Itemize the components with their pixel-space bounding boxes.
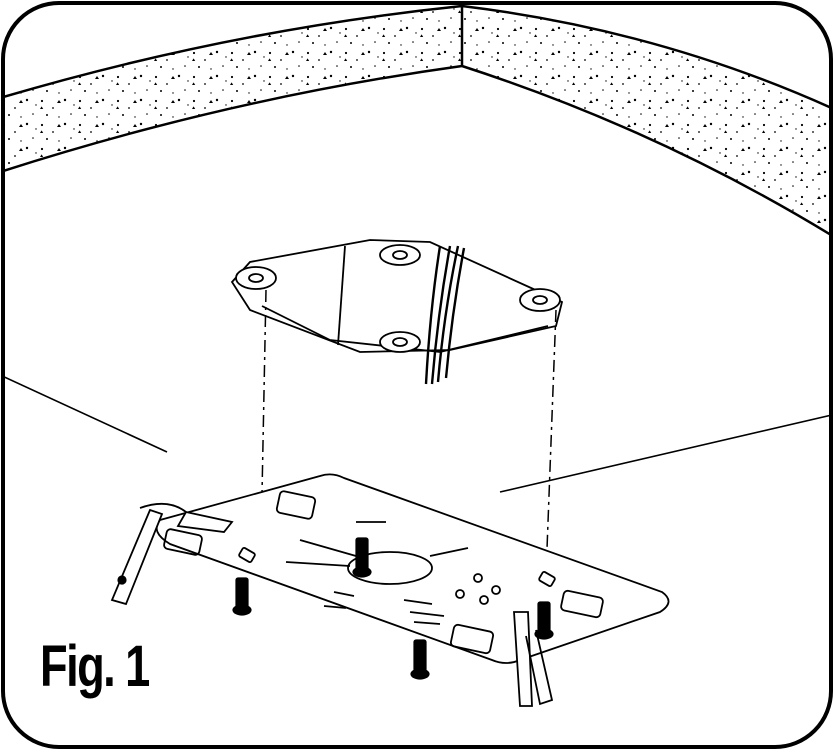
ceiling-texture-left <box>3 6 462 172</box>
figure-label: Fig. 1 <box>40 634 150 699</box>
ceiling-edge-lines <box>3 4 831 240</box>
mounting-screws <box>117 537 554 680</box>
ceiling-perspective-line-left <box>3 374 168 453</box>
ceiling-texture-right <box>462 6 831 238</box>
supply-wires <box>424 245 466 385</box>
junction-box <box>230 239 564 353</box>
ceiling-perspective-line-right <box>499 413 831 493</box>
